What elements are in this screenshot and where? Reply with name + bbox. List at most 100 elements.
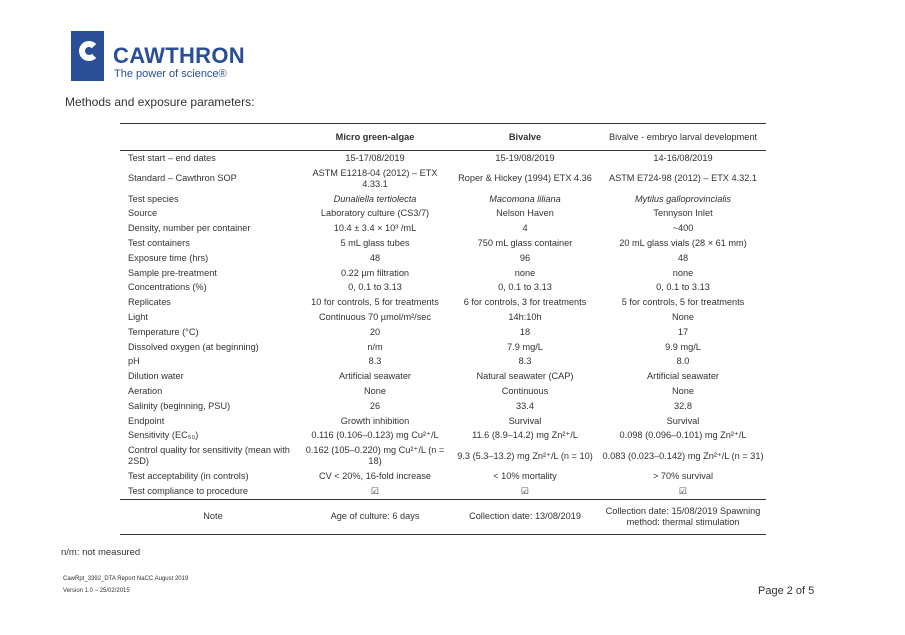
table-cell: 0.098 (0.096–0.101) mg Zn²⁺/L (619, 430, 747, 441)
table-cell: Continuous 70 µmol/m²/sec (318, 312, 432, 323)
table-cell: 0.162 (105–0.220) mg Cu²⁺/L (n = 18) (305, 445, 445, 467)
table-cell: none (672, 267, 694, 278)
row-label: Sample pre-treatment (128, 267, 217, 278)
row-label: Density, number per container (128, 223, 251, 234)
table-cell: 750 mL glass container (477, 238, 573, 249)
table-cell: 5 for controls, 5 for treatments (621, 297, 745, 308)
table-cell: None (672, 386, 694, 397)
row-label: Exposure time (hrs) (128, 252, 209, 263)
row-label: Temperature (°C) (128, 326, 199, 337)
report-reference: CawRpt_3392_DTA Report NaCC August 2019 (63, 576, 189, 582)
table-cell: 0, 0.1 to 3.13 (656, 282, 710, 293)
table-cell: ~400 (672, 223, 694, 234)
table-cell: 0, 0.1 to 3.13 (498, 282, 552, 293)
table-cell: n/m (367, 341, 383, 352)
table-cell: Laboratory culture (CS3/7) (320, 208, 430, 219)
row-label: Source (128, 208, 158, 219)
logo-brand: CAWTHRON (113, 43, 245, 68)
table-cell: none (514, 267, 536, 278)
table-cell: ASTM E724-98 (2012) – ETX 4.32.1 (608, 173, 758, 184)
table-cell: 9.3 (5.3–13.2) mg Zn²⁺/L (n = 10) (457, 450, 593, 461)
table-cell: Artificial seawater (647, 371, 719, 382)
table-cell: 8.3 (518, 356, 532, 367)
table-header-cell: Bivalve - embryo larval development (608, 132, 758, 142)
row-label: Sensitivity (EC₅₀) (128, 430, 199, 441)
table-cell: Continuous (501, 386, 549, 397)
table-row: Test species Dunaliella tertiolecta Macomo… (120, 192, 766, 207)
table-cell: 5 mL glass tubes (340, 238, 410, 249)
table-cell: Survival (666, 415, 700, 426)
footnote: n/m: not measured (61, 547, 141, 558)
table-cell: > 70% survival (652, 471, 713, 482)
table-cell: 48 (369, 252, 381, 263)
section-heading: Methods and exposure parameters: (65, 95, 255, 109)
table-cell: 6 for controls, 3 for treatments (463, 297, 587, 308)
row-label: Standard – Cawthron SOP (128, 173, 237, 184)
row-label: Endpoint (128, 415, 165, 426)
table-row: Test compliance to procedure ☑ ☑ ☑ (120, 484, 766, 499)
table-cell: Age of culture: 6 days (300, 498, 450, 535)
table-cell: 8.0 (676, 356, 690, 367)
checkbox-icon: ☑ (370, 486, 380, 497)
table-row: Test acceptability (in controls)CV < 20%… (120, 469, 766, 484)
table-cell: Mytilus galloprovincialis (635, 193, 731, 204)
row-label: Control quality for sensitivity (mean wi… (128, 445, 290, 467)
cawthron-logo: CAWTHRON The power of science® (71, 31, 245, 83)
row-label: Note (120, 498, 300, 535)
table-cell: Survival (508, 415, 542, 426)
table-row: Replicates 10 for controls, 5 for treatme… (120, 295, 766, 310)
table-cell: None (672, 312, 694, 323)
checkbox-icon: ☑ (520, 486, 530, 497)
row-label: Replicates (128, 297, 171, 308)
table-cell: Growth inhibition (340, 415, 410, 426)
version-label: Version 1.0 – 25/02/2015 (63, 588, 130, 594)
row-label: Test compliance to procedure (128, 486, 249, 497)
table-cell: 11.6 (8.9–14.2) mg Zn²⁺/L (472, 430, 578, 441)
logo-tagline: The power of science® (114, 68, 227, 80)
table-cell: 0, 0.1 to 3.13 (348, 282, 402, 293)
table-header-cell (120, 124, 300, 151)
row-label: Salinity (beginning, PSU) (128, 400, 231, 411)
checkbox-icon: ☑ (678, 486, 688, 497)
table-cell: Macomona liliana (489, 193, 561, 204)
page-number: Page 2 of 5 (758, 585, 815, 597)
table-cell: 18 (519, 326, 531, 337)
table-cell: 20 (369, 326, 381, 337)
row-label: Test species (128, 193, 179, 204)
table-cell: Tennyson Inlet (653, 208, 713, 219)
table-header-cell: Micro green-algae (335, 132, 415, 142)
table-cell: 10.4 ± 3.4 × 10³ /mL (333, 223, 417, 234)
table-row: Concentrations (%) 0, 0.1 to 3.13 0, 0.1 t… (120, 281, 766, 296)
table-cell: 20 mL glass vials (28 × 61 mm) (619, 238, 747, 249)
table-row: Source Laboratory culture (CS3/7) Nelson H… (120, 207, 766, 222)
table-cell: 48 (677, 252, 689, 263)
table-cell: Dunaliella tertiolecta (333, 193, 417, 204)
table-header-row: Micro green-algae Bivalve Bivalve - embr… (120, 123, 766, 151)
table-cell: 17 (677, 326, 689, 337)
table-cell: CV < 20%, 16-fold increase (318, 471, 432, 482)
table-cell: 14-16/08/2019 (653, 152, 713, 163)
table-cell: Artificial seawater (339, 371, 411, 382)
table-cell: Nelson Haven (496, 208, 554, 219)
table-cell: 26 (369, 400, 381, 411)
table-cell: 32.8 (674, 400, 692, 411)
table-cell: ASTM E1218-04 (2012) – ETX 4.33.1 (312, 167, 438, 189)
row-label: Light (128, 312, 148, 323)
table-cell: 10 for controls, 5 for treatments (311, 297, 439, 308)
row-label: Concentrations (%) (128, 282, 207, 293)
row-label: Dilution water (128, 371, 184, 382)
table-cell: 0.083 (0.023–0.142) mg Zn²⁺/L (n = 31) (602, 450, 764, 461)
table-row: Control quality for sensitivity (mean wi… (120, 443, 766, 469)
logo-mark-icon (71, 31, 104, 81)
table-cell: 4 (522, 223, 528, 234)
